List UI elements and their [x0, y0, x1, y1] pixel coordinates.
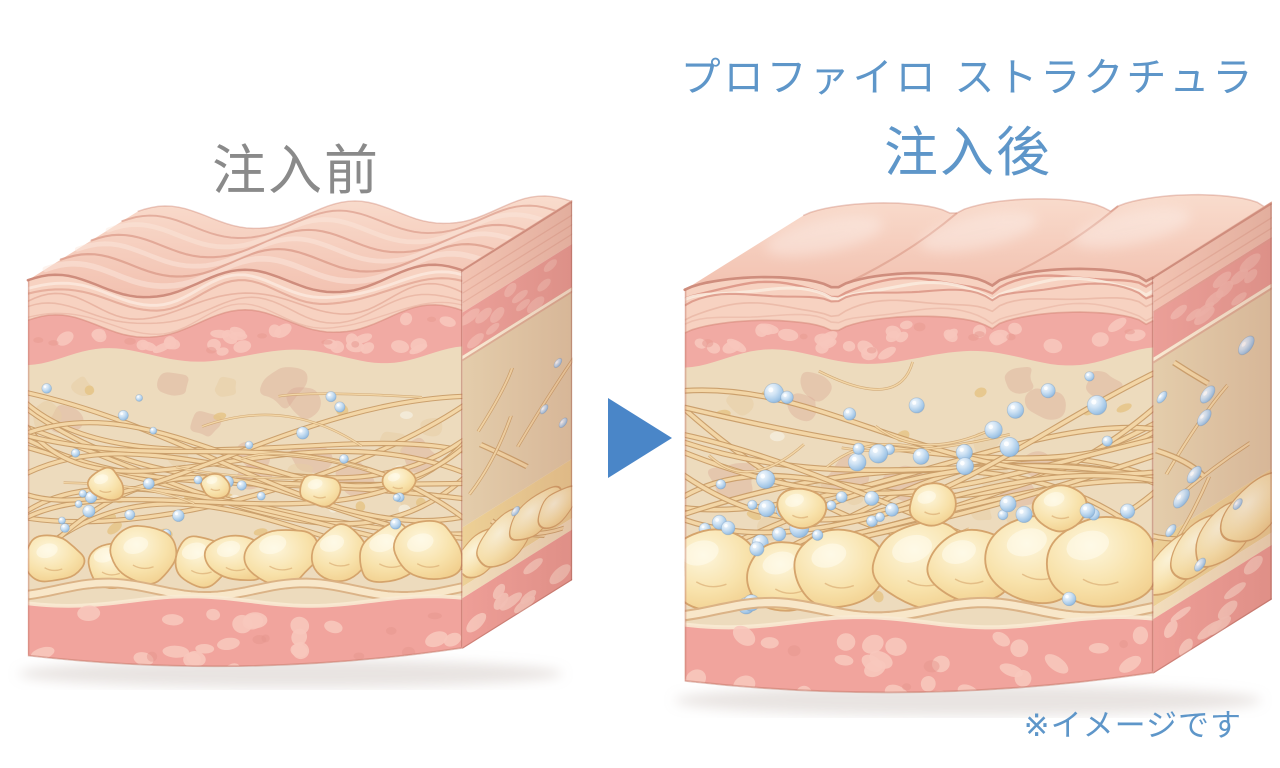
image-disclaimer: ※イメージです	[1023, 708, 1242, 744]
before-title: 注入前	[212, 139, 380, 202]
after-title: 注入後	[884, 121, 1052, 184]
after-title-group: プロファイロ ストラクチュラ 注入後	[656, 54, 1280, 187]
skin-after-illustration	[674, 193, 1273, 716]
skin-before-illustration	[18, 195, 573, 688]
arrow-right-icon	[608, 398, 672, 478]
product-name: プロファイロ ストラクチュラ	[680, 55, 1256, 101]
